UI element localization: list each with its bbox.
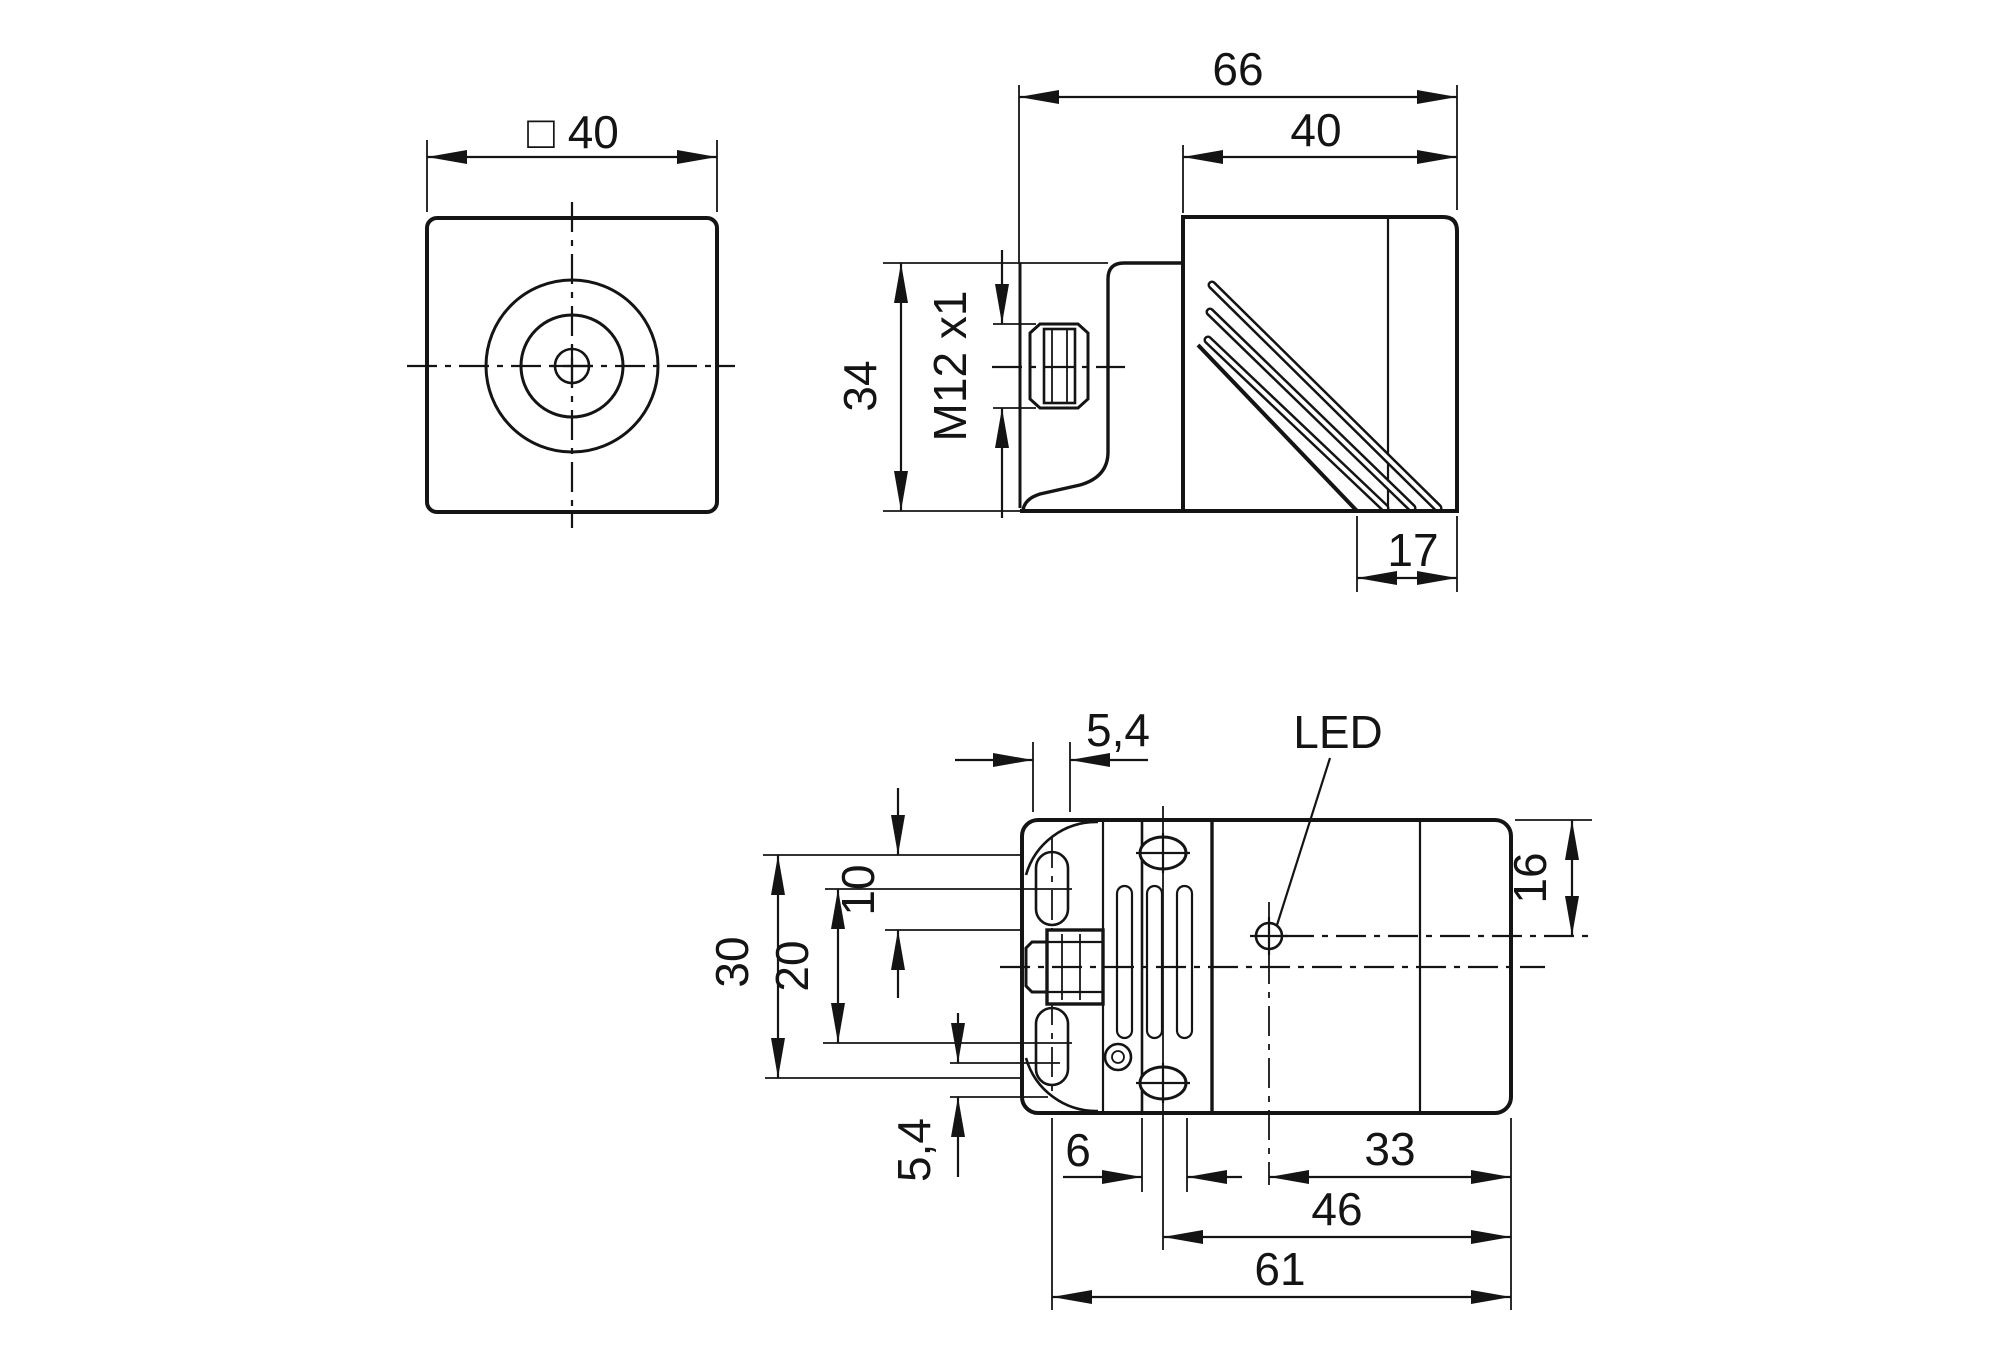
side-dim-total-length: 66 bbox=[1018, 43, 1458, 263]
cover-screw-bottom bbox=[1136, 1063, 1190, 1103]
dim-hole-spacing: 20 bbox=[766, 889, 845, 1043]
side-dim-height: 34 bbox=[834, 262, 1108, 512]
side-body-length-label: 40 bbox=[1290, 104, 1341, 156]
dim-led-offset: 16 bbox=[1504, 819, 1592, 936]
side-diagonal-slots bbox=[1196, 280, 1443, 509]
mounting-slots bbox=[823, 838, 1072, 1098]
small-hole bbox=[1103, 1042, 1133, 1072]
led-from-right-label: 33 bbox=[1364, 1123, 1415, 1175]
side-m12-connector bbox=[992, 322, 1125, 410]
dim-hole-span: 30 bbox=[706, 855, 785, 1078]
housing-length-label: 61 bbox=[1254, 1243, 1305, 1295]
lower-extension-lines bbox=[1051, 1118, 1512, 1310]
slot-width-label: 5,4 bbox=[1086, 704, 1150, 756]
dim-screw-offset: 6 bbox=[1063, 1124, 1242, 1184]
side-thread-label: M12 x1 bbox=[924, 291, 976, 442]
dim-slot-width-bottom: 5,4 bbox=[888, 1013, 965, 1182]
screw-from-right-label: 46 bbox=[1311, 1183, 1362, 1235]
side-face-width-label: 17 bbox=[1387, 524, 1438, 576]
slot-width-bottom-label: 5,4 bbox=[888, 1118, 940, 1182]
dim-screw-from-right: 46 bbox=[1163, 1183, 1511, 1244]
side-view: 66 40 34 M12 x1 bbox=[834, 43, 1459, 592]
hole-spacing-label: 20 bbox=[766, 940, 818, 991]
dim-led-from-right: 33 bbox=[1269, 1123, 1511, 1184]
dim-slot-length: 10 bbox=[832, 788, 905, 998]
left-extension-lines bbox=[763, 854, 1060, 1098]
cover-screw-top bbox=[1136, 833, 1190, 873]
front-dim-width: □ 40 bbox=[426, 106, 718, 212]
cover-corner-bottom bbox=[1024, 1057, 1099, 1113]
slot-length-label: 10 bbox=[832, 864, 884, 915]
dim-housing-length: 61 bbox=[1052, 1243, 1511, 1304]
dim-slot-width: 5,4 bbox=[955, 704, 1150, 812]
led-callout: LED bbox=[1275, 706, 1383, 926]
bottom-view: LED 5,4 16 bbox=[706, 704, 1592, 1310]
front-size-label: □ 40 bbox=[527, 106, 619, 158]
side-body-outline bbox=[1181, 215, 1459, 513]
side-height-label: 34 bbox=[834, 360, 886, 411]
side-dim-body-length: 40 bbox=[1182, 104, 1457, 213]
front-centerlines bbox=[407, 202, 735, 528]
side-dim-face-width: 17 bbox=[1356, 516, 1458, 592]
led-indicator bbox=[1250, 917, 1288, 955]
hole-span-label: 30 bbox=[706, 936, 758, 987]
side-total-length-label: 66 bbox=[1212, 43, 1263, 95]
cover-corner-top bbox=[1024, 820, 1099, 876]
front-view: □ 40 bbox=[407, 106, 735, 528]
led-label: LED bbox=[1293, 706, 1382, 758]
side-terminal-chamber bbox=[1018, 261, 1457, 513]
led-offset-label: 16 bbox=[1504, 852, 1556, 903]
screw-offset-label: 6 bbox=[1065, 1124, 1091, 1176]
side-dim-thread: M12 x1 bbox=[924, 250, 1036, 518]
vent-slots bbox=[1115, 884, 1194, 1040]
